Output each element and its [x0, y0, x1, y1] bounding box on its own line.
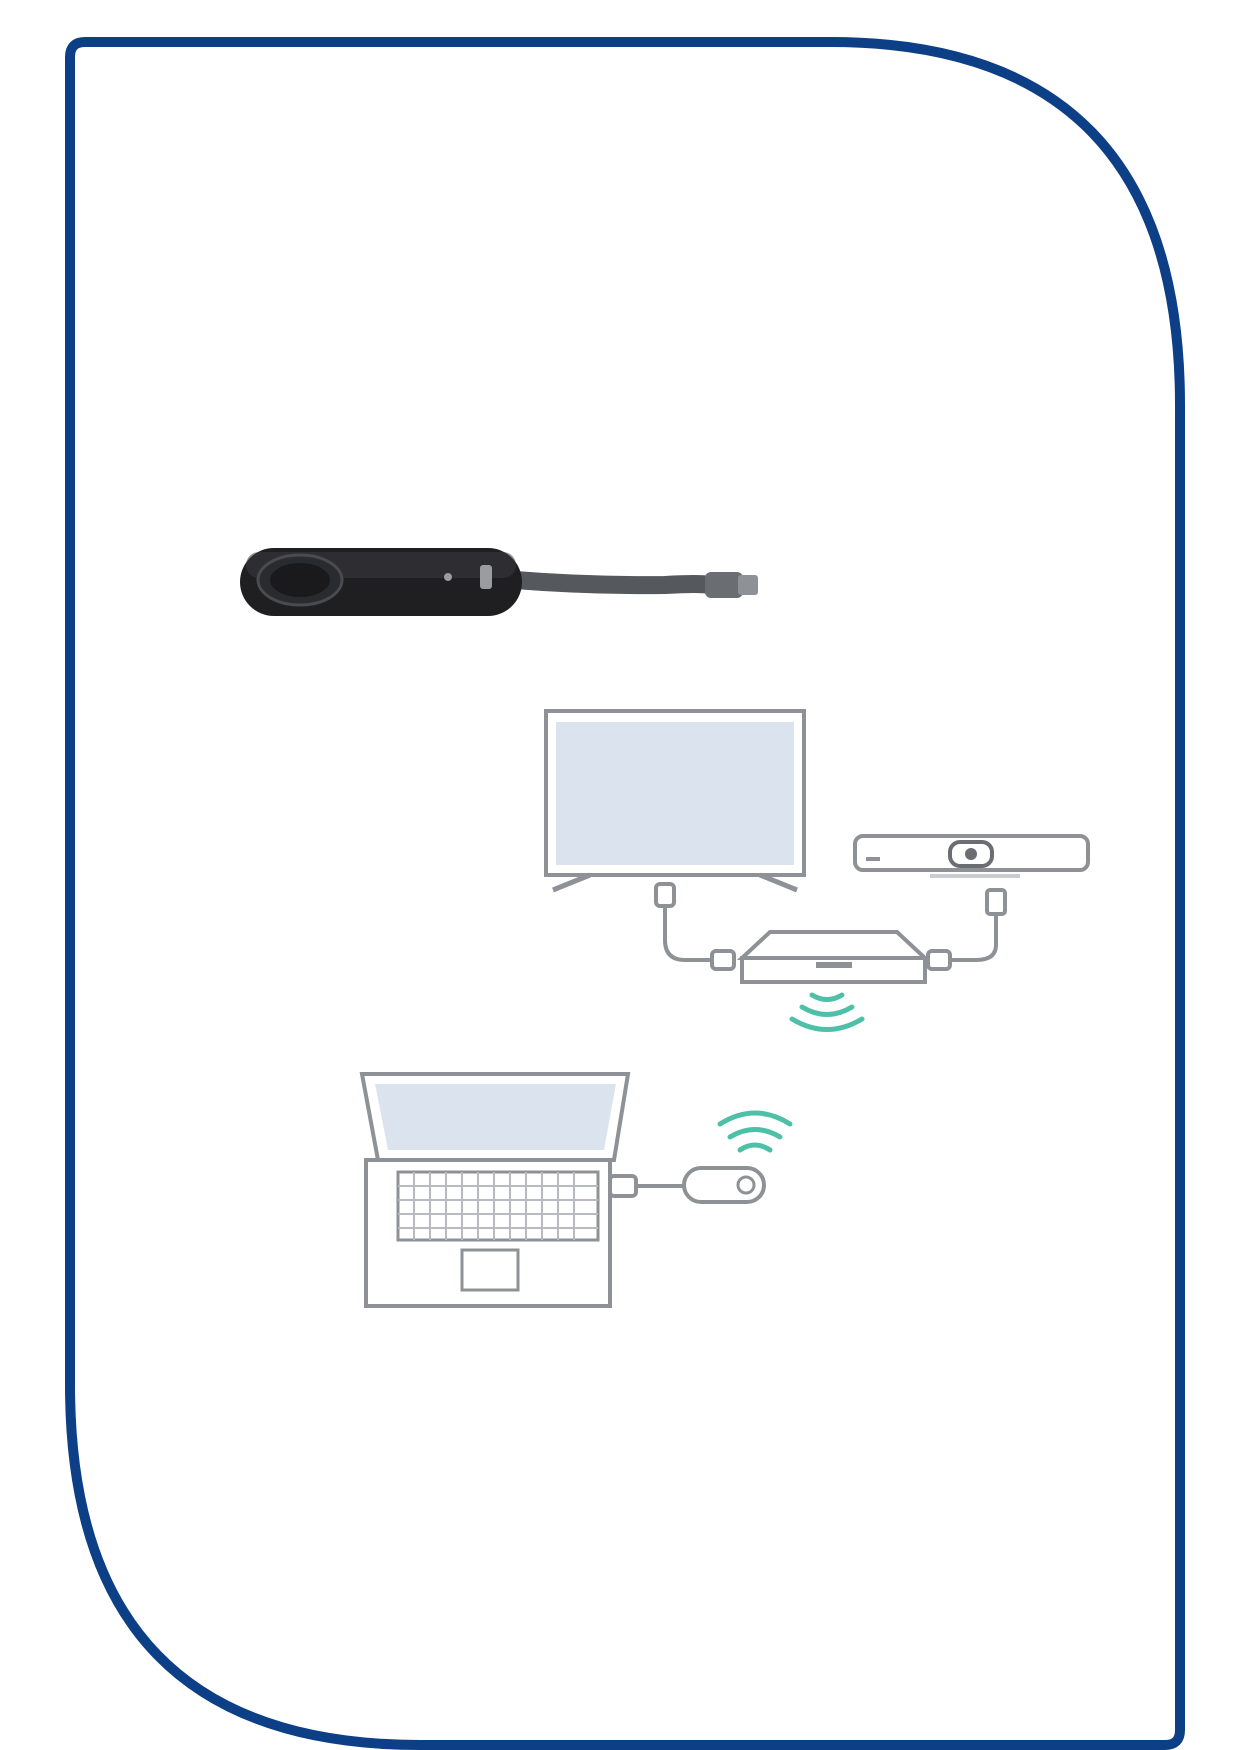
laptop-icon — [359, 1072, 631, 1308]
display-monitor-icon — [544, 709, 806, 893]
video-conference-bar-icon — [853, 834, 1090, 878]
videobar-usb-cable — [926, 888, 1007, 971]
tv-hdmi-cable — [654, 882, 736, 971]
card-frame — [65, 37, 1185, 1750]
wireless-receiver-box-icon — [736, 930, 931, 984]
wifi-signal-icon — [789, 992, 865, 1032]
wireless-presentation-dongle-icon — [240, 548, 758, 616]
wifi-signal-icon — [717, 1110, 793, 1153]
laptop-usb-cable — [608, 1174, 686, 1198]
small-dongle-icon — [682, 1166, 766, 1204]
